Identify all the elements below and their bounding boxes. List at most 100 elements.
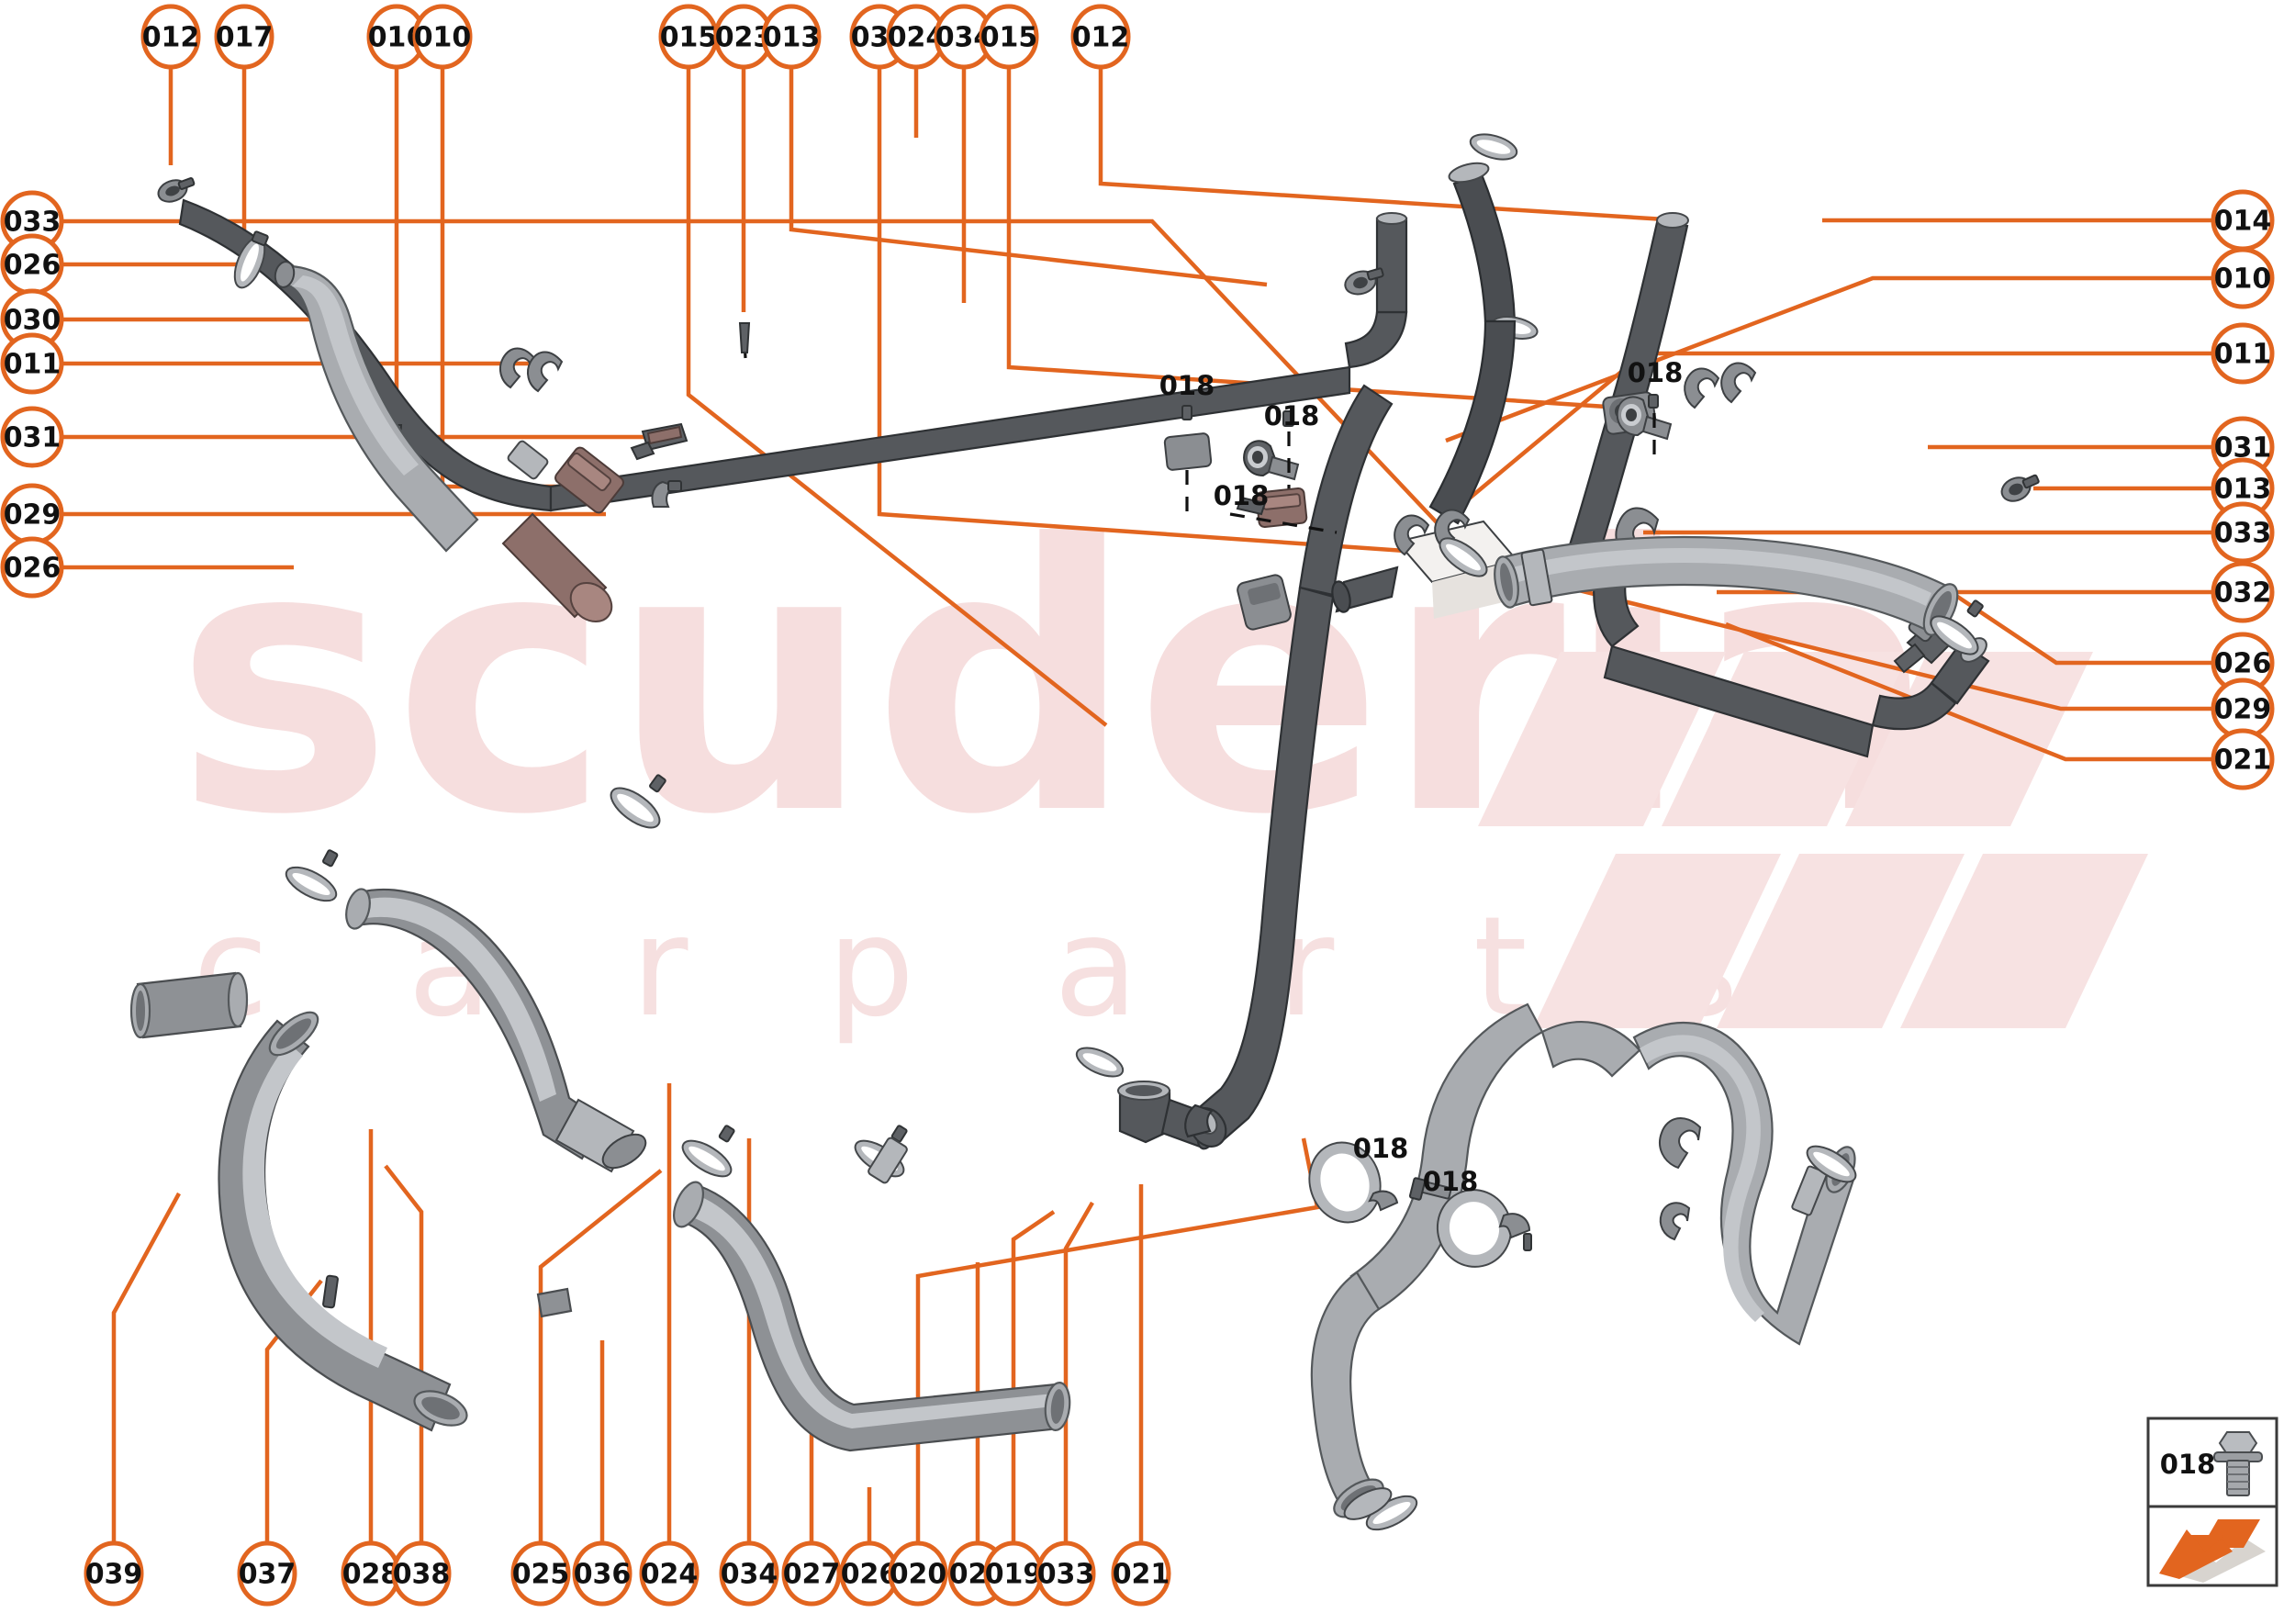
callout-label: 028 [342,1559,400,1591]
callout-011-3[interactable]: 011 [0,332,64,395]
callout-037-1[interactable]: 037 [237,1540,297,1607]
callout-020-10[interactable]: 020 [888,1540,948,1607]
callout-bubble[interactable] [2211,247,2275,309]
callout-label: 030 [4,305,62,337]
callout-label: 026 [4,553,62,585]
callout-025-4[interactable]: 025 [510,1540,571,1607]
callout-label: 026 [2214,648,2272,680]
callout-019-12[interactable]: 019 [983,1540,1044,1607]
callout-label: 013 [763,22,821,54]
callout-bubble[interactable] [0,406,64,468]
callout-026-9[interactable]: 026 [839,1540,900,1607]
callout-021-9[interactable]: 021 [2211,728,2275,790]
callout-bubble[interactable] [2211,561,2275,623]
callout-023-5[interactable]: 023 [713,4,774,70]
callout-label: 031 [4,422,62,454]
callout-label: 015 [980,22,1038,54]
callout-label: 010 [414,22,472,54]
legend-box: 018 [2146,1417,2278,1587]
part-clips-033-upper [498,347,564,393]
callout-034-7[interactable]: 034 [719,1540,779,1607]
part-pin-038 [322,1274,339,1309]
inline-label-018-b: 018 [1628,357,1684,388]
callout-label: 015 [660,22,718,54]
part-clamp-026-mid [285,849,339,902]
callout-032-6[interactable]: 032 [2211,561,2275,623]
callout-bubble[interactable] [237,1540,297,1607]
callout-021-14[interactable]: 021 [1111,1540,1171,1607]
callout-bubble[interactable] [639,1540,700,1607]
part-clamp-021-right [1806,1145,1857,1183]
callout-017-1[interactable]: 017 [214,4,274,70]
callout-027-8[interactable]: 027 [781,1540,842,1607]
callout-031-4[interactable]: 031 [0,406,64,468]
callout-bubble[interactable] [1036,1540,1096,1607]
callout-033-13[interactable]: 033 [1036,1540,1096,1607]
callout-bubble[interactable] [781,1540,842,1607]
callout-010-3[interactable]: 010 [412,4,473,70]
callout-label: 021 [2214,745,2272,777]
callout-bubble[interactable] [0,536,64,599]
callout-024-6[interactable]: 024 [639,1540,700,1607]
callout-033-5[interactable]: 033 [2211,501,2275,564]
callout-015-4[interactable]: 015 [658,4,719,70]
callout-015-10[interactable]: 015 [979,4,1039,70]
callout-bubble[interactable] [979,4,1039,70]
callout-bubble[interactable] [412,4,473,70]
inline-label-018-f: 018 [1423,1166,1479,1197]
part-018-fitting-b [1616,394,1673,459]
part-decoration-022 [1523,1233,1532,1251]
callout-bubble[interactable] [2211,501,2275,564]
callout-011-2[interactable]: 011 [2211,322,2275,385]
callout-038-3[interactable]: 038 [391,1540,452,1607]
callout-010-1[interactable]: 010 [2211,247,2275,309]
callout-014-0[interactable]: 014 [2211,189,2275,252]
callout-bubble[interactable] [214,4,274,70]
callout-026-7[interactable]: 026 [2211,632,2275,694]
part-metal-end-028 [554,1098,647,1173]
callout-012-11[interactable]: 012 [1070,4,1131,70]
callout-bubble[interactable] [391,1540,452,1607]
callout-bubble[interactable] [2211,322,2275,385]
part-018-fitting-a [1163,405,1213,514]
callout-label: 026 [4,250,62,282]
parts-illustration [129,133,2040,1531]
callout-bubble[interactable] [719,1540,779,1607]
callout-label: 029 [4,499,62,532]
callout-bubble[interactable] [510,1540,571,1607]
part-clamp-026-bottom [1365,1495,1418,1531]
callout-bubble[interactable] [140,4,201,70]
callout-026-6[interactable]: 026 [0,536,64,599]
callout-bubble[interactable] [2211,728,2275,790]
callout-029-5[interactable]: 029 [0,483,64,545]
part-clamp-026-upper [233,230,269,289]
part-clip-019 [1659,1117,1702,1170]
callout-bubble[interactable] [0,332,64,395]
callout-label: 036 [574,1559,632,1591]
callout-029-8[interactable]: 029 [2211,678,2275,740]
callout-013-6[interactable]: 013 [761,4,822,70]
part-clamp-029 [610,774,666,829]
callout-bubble[interactable] [1070,4,1131,70]
part-018-fitting-c [1243,410,1300,503]
callout-024-8[interactable]: 024 [886,4,946,70]
callout-bubble[interactable] [888,1540,948,1607]
callout-028-2[interactable]: 028 [341,1540,401,1607]
callout-label: 039 [85,1559,143,1591]
callout-bubble[interactable] [84,1540,144,1607]
callout-bubble[interactable] [1111,1540,1171,1607]
callout-bubble[interactable] [572,1540,633,1607]
callout-036-5[interactable]: 036 [572,1540,633,1607]
callout-bubble[interactable] [761,4,822,70]
callout-026-1[interactable]: 026 [0,233,64,296]
callout-039-0[interactable]: 039 [84,1540,144,1607]
callout-label: 029 [2214,694,2272,726]
legend-item-number: 018 [2160,1449,2216,1480]
part-clip-010 [651,480,682,508]
callout-012-0[interactable]: 012 [140,4,201,70]
